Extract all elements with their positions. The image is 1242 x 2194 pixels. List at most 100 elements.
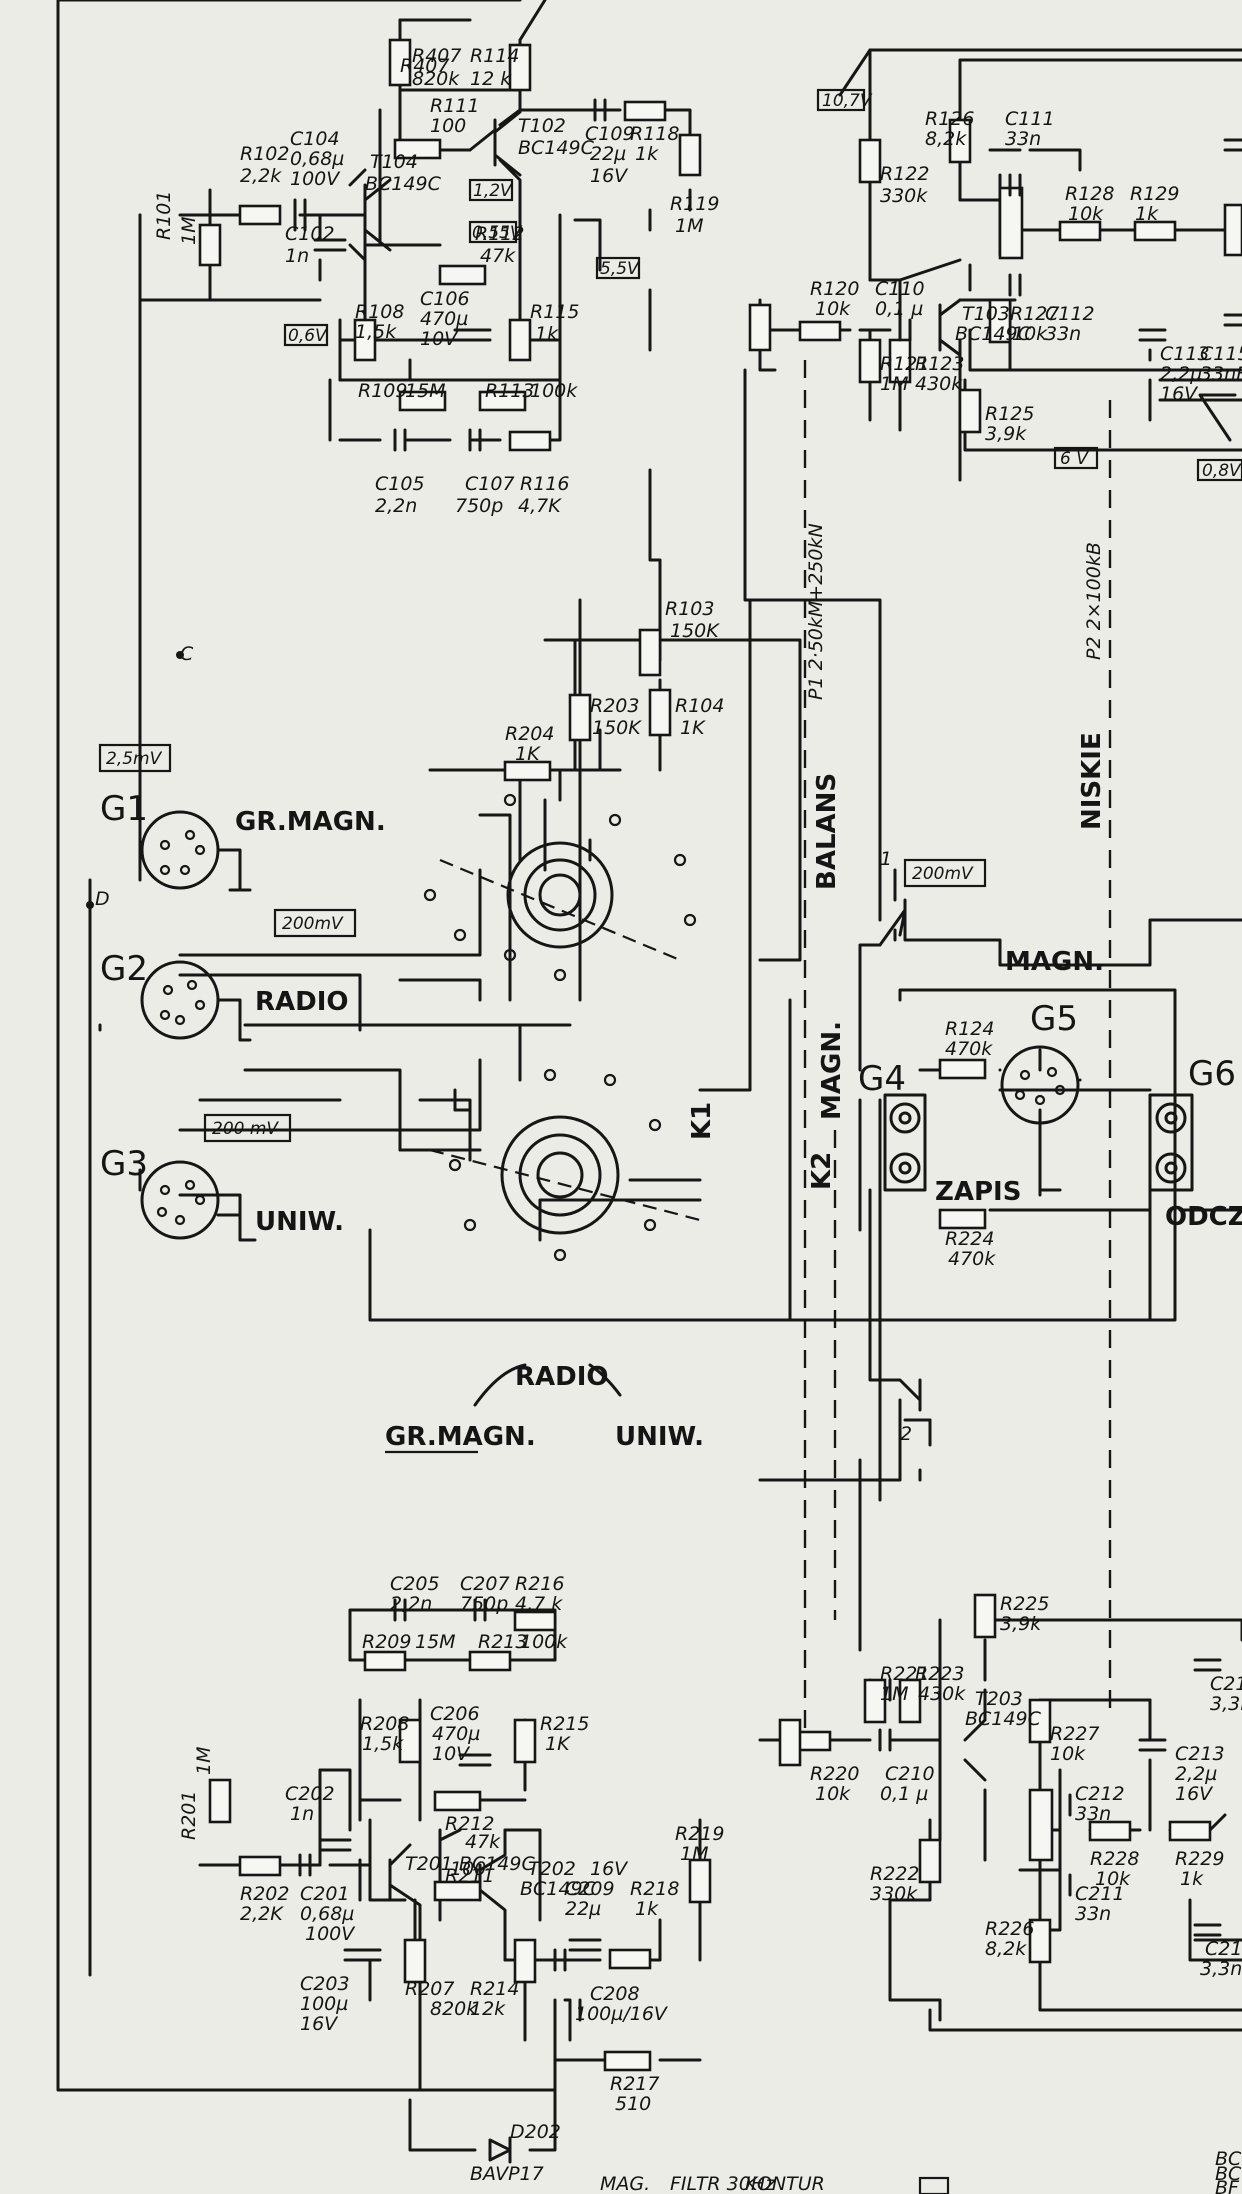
r123-label: R123 [915, 353, 964, 375]
r218-label: R218 [630, 1878, 679, 1900]
c213-voltage: 16V [1175, 1783, 1214, 1805]
r209-body [363, 1650, 407, 1672]
c112-value: 33n [1045, 323, 1081, 345]
c210-value: 0,1 µ [880, 1783, 928, 1805]
c215-label: C215 [1210, 1673, 1242, 1695]
r102-label: R102 [240, 143, 289, 165]
c109-voltage: 16V [590, 165, 629, 187]
r121-value: 1M [880, 373, 908, 395]
g5-label: G5 [1030, 999, 1078, 1039]
r213-label: R213 [478, 1631, 527, 1653]
volt-1v2: 1,2V [473, 181, 513, 201]
r109-label: R109 [358, 380, 407, 402]
cap-symbols-ch1 [293, 98, 607, 452]
c105-value: 2,2n [375, 495, 417, 517]
volt-0v6: 0,6V [288, 326, 328, 346]
r203-body [568, 693, 592, 742]
r202-label: R202 [240, 1883, 289, 1905]
r214-value: 12k [470, 1998, 506, 2020]
r211-body [433, 1880, 482, 1902]
r126-value: 8,2k [925, 128, 967, 150]
t203-label: T203 [975, 1688, 1023, 1710]
t103-label: T103 [962, 303, 1010, 325]
t104-symbol [363, 178, 392, 252]
svg-text:R407: R407 [400, 55, 449, 77]
c203-voltage: 16V [300, 2013, 339, 2035]
r227-value: 10k [1050, 1743, 1086, 1765]
pos1-label: 1 [880, 848, 892, 870]
c205-value: 2,2n [390, 1593, 432, 1615]
footer-corner-1: BC [1215, 2148, 1242, 2170]
zapis-label: ZAPIS [935, 1177, 1021, 1207]
p1-pot-ch2 [778, 1718, 802, 1767]
r228-label: R228 [1090, 1848, 1139, 1870]
c212-value: 33n [1075, 1803, 1111, 1825]
r116-label: R116 [520, 473, 569, 495]
r112-body [438, 264, 487, 286]
r123-value: 430k [915, 373, 963, 395]
r108-body [353, 318, 377, 362]
r213-value: 100k [520, 1631, 568, 1653]
r224-body [938, 1208, 987, 1230]
c105-label: C105 [375, 473, 425, 495]
footer-box-symbol [918, 2176, 950, 2194]
volt-200mv-g3: 200 mV [212, 1119, 279, 1139]
c203-label: C203 [300, 1973, 350, 1995]
connector-g5 [1000, 1045, 1080, 1125]
t102-label: T102 [518, 115, 566, 137]
r211-value: 100 [450, 1858, 486, 1880]
r221-value: 1M [880, 1683, 908, 1705]
c206-value: 470µ [432, 1723, 480, 1745]
r224-label: R224 [945, 1228, 994, 1250]
volt-2v5mv: 2,5mV [106, 749, 163, 769]
r109-value: 15M [405, 380, 446, 402]
g4-label: G4 [858, 1059, 906, 1099]
c104-value: 0,68µ [290, 148, 344, 170]
c213-value: 2,2µ [1175, 1763, 1217, 1785]
r223-body [898, 1678, 922, 1724]
r128-label: R128 [1065, 183, 1114, 205]
t102-type: BC149C [518, 137, 595, 159]
p1-label: P1 2·50kM+250kN [805, 523, 827, 700]
ganged-control-links [803, 360, 1112, 1740]
c202-label: C202 [285, 1783, 335, 1805]
volt-0v8: 0,8V [1202, 461, 1242, 481]
r217-value: 510 [615, 2093, 651, 2115]
c207-label: C207 [460, 1573, 510, 1595]
r113-body [478, 390, 527, 412]
r109-body [398, 390, 447, 412]
r122-label: R122 [880, 163, 929, 185]
rotary-switch-k1-upper [423, 793, 697, 982]
r121-body [858, 338, 882, 384]
r222-value: 330k [870, 1883, 918, 1905]
p2-pot-ch1 [998, 186, 1024, 260]
r201-body [208, 1778, 232, 1824]
r118-value: 1k [635, 143, 659, 165]
t202-type: BC149C [520, 1878, 597, 1900]
r216-body [513, 1610, 557, 1632]
r229-body [1168, 1820, 1212, 1842]
r126-body [948, 118, 972, 164]
connector-g1 [140, 810, 252, 892]
r101-body [198, 223, 222, 267]
r229-value: 1k [1180, 1868, 1204, 1890]
r113-value: 100k [530, 380, 578, 402]
r407-value: 820k [412, 68, 460, 90]
node-d: D [95, 888, 110, 910]
t201-label: T201 BC149C [405, 1853, 535, 1875]
r209-label: R209 [362, 1631, 411, 1653]
r111-value: 100 [430, 115, 466, 137]
r212-label: R212 [445, 1813, 494, 1835]
r207-body [403, 1938, 427, 1984]
r220-value: 10k [815, 1783, 851, 1805]
g1-name: GR.MAGN. [235, 807, 386, 837]
r126-label: R126 [925, 108, 974, 130]
r113-label: R113 [485, 380, 534, 402]
c214-label: C214 [1205, 1938, 1242, 1960]
r215-value: 1K [545, 1733, 571, 1755]
r130-edge [1223, 203, 1242, 257]
connector-g4 [883, 1093, 927, 1192]
r114-value: 12 k [470, 68, 512, 90]
legend-grmagn: GR.MAGN. [385, 1422, 536, 1452]
r225-label: R225 [1000, 1593, 1049, 1615]
